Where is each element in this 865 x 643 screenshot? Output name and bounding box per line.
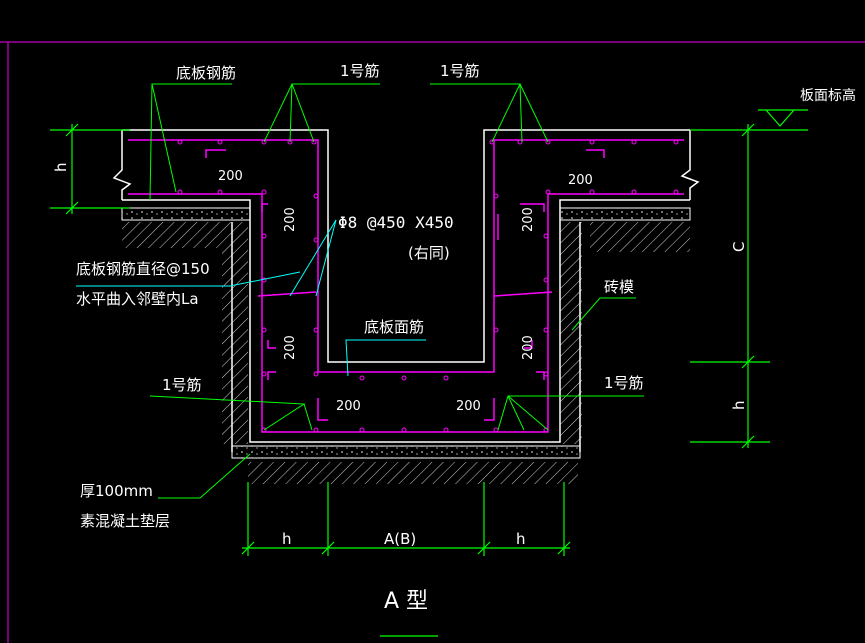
annotations: 底板钢筋 1号筋 1号筋 板面标高 Φ8 @450 X450 (右同) 底板钢筋…	[76, 62, 856, 614]
leader-lines-cyan	[76, 219, 426, 377]
dim-h-bottom-left: h	[282, 530, 292, 548]
label-stirrup-note: (右同)	[408, 244, 450, 262]
rebar-dots	[177, 139, 679, 433]
label-bottom-rebar-note-1: 底板钢筋直径@150	[76, 260, 210, 278]
concrete-outline	[112, 129, 700, 452]
label-rebar-no1-bottom-right: 1号筋	[604, 374, 644, 392]
dim-h-right: h	[730, 400, 748, 410]
dim-h-bottom-right: h	[516, 530, 526, 548]
dim-200: 200	[568, 173, 593, 188]
dim-200: 200	[218, 169, 243, 184]
label-rebar-no1-bottom-left: 1号筋	[162, 376, 202, 394]
label-slab-top-rebar: 底板面筋	[364, 318, 424, 336]
dim-ab-bottom: A(B)	[384, 530, 416, 548]
dimension-texts: h C h h A(B) h 200 200 200 200 200 200 2…	[52, 162, 748, 548]
label-slab-elevation: 板面标高	[800, 87, 856, 104]
label-stirrup-spec: Φ8 @450 X450	[338, 213, 454, 232]
dim-c-right: C	[730, 242, 748, 252]
drawing-frame	[0, 41, 865, 643]
leader-lines	[149, 83, 644, 499]
label-rebar-no1-top-left: 1号筋	[340, 62, 380, 80]
label-cushion-thickness: 厚100mm	[80, 482, 153, 500]
dim-200: 200	[283, 335, 298, 360]
dimension-lines	[50, 109, 808, 637]
label-bottom-rebar-note-2: 水平曲入邻壁内La	[76, 290, 199, 308]
dim-200: 200	[521, 335, 536, 360]
dim-h-left: h	[52, 162, 70, 172]
drawing-title: A 型	[384, 589, 428, 614]
label-brick-form: 砖模	[604, 278, 634, 296]
label-cushion-material: 素混凝土垫层	[80, 512, 170, 530]
dim-200: 200	[521, 207, 536, 232]
dim-200: 200	[283, 207, 298, 232]
label-bottom-slab-rebar: 底板钢筋	[176, 64, 236, 82]
dim-200: 200	[336, 399, 361, 414]
dim-200: 200	[456, 399, 481, 414]
concrete-cushion	[121, 207, 691, 459]
soil-hatch	[122, 222, 690, 484]
label-rebar-no1-top-right: 1号筋	[440, 62, 480, 80]
